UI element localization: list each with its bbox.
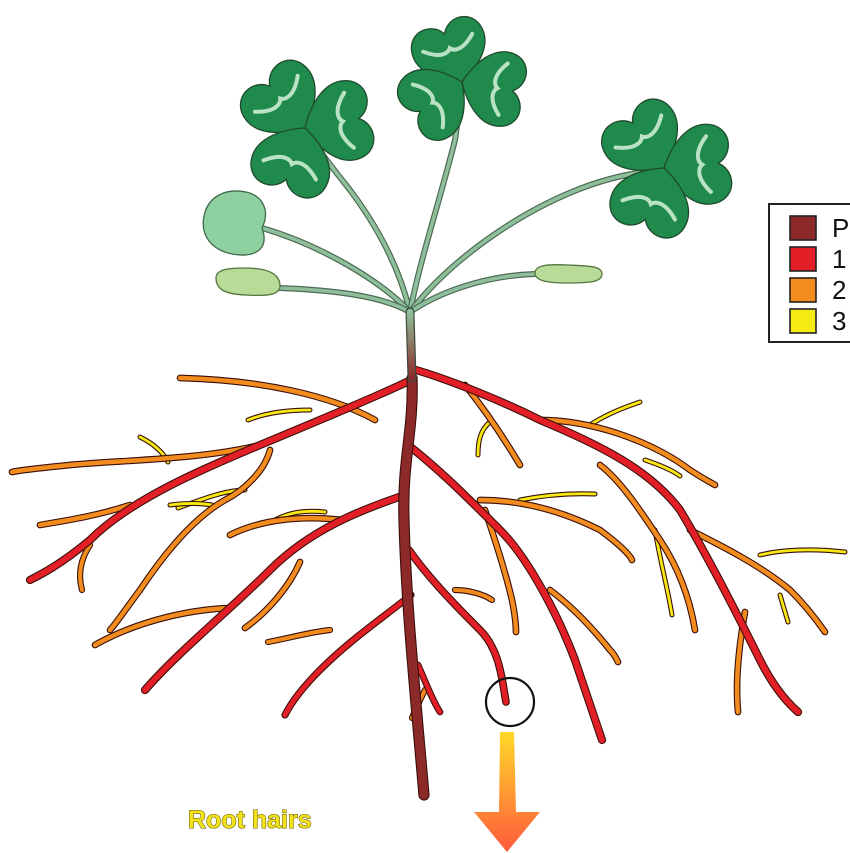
shoot xyxy=(203,11,733,378)
third-order-root xyxy=(478,422,490,455)
second-order-root xyxy=(690,530,825,632)
trifoliate-leaf xyxy=(232,52,377,204)
trifoliate-leaf xyxy=(593,91,733,244)
third-order-root xyxy=(780,595,788,622)
legend-label: P xyxy=(832,213,849,243)
second-order-root xyxy=(600,465,695,630)
root-tip-highlight-circle xyxy=(486,678,534,726)
legend-swatch xyxy=(790,247,816,271)
root-system xyxy=(12,370,845,795)
third-order-root xyxy=(760,550,845,555)
cotyledon-leaf xyxy=(203,191,265,255)
seed-leaf-right xyxy=(535,265,602,283)
third-order-root xyxy=(590,402,640,425)
third-order-root xyxy=(170,504,212,506)
seed-leaf-left xyxy=(216,268,280,295)
legend-swatch xyxy=(790,278,816,302)
callout-arrow xyxy=(474,732,540,852)
legend-label: 2 xyxy=(832,275,846,305)
first-order-root xyxy=(285,595,411,715)
root-hairs-label: Root hairs xyxy=(188,806,312,834)
trifoliate-leaves xyxy=(232,11,734,244)
third-order-root xyxy=(520,494,595,500)
second-order-root xyxy=(268,630,330,642)
primary-root xyxy=(404,378,424,795)
legend-label: 1 xyxy=(832,244,846,274)
second-order-root xyxy=(455,590,492,600)
legend-swatch xyxy=(790,216,816,240)
stem-upper-fill xyxy=(410,312,412,378)
third-order-root xyxy=(248,410,310,420)
legend-label: 3 xyxy=(832,306,846,336)
legend-swatch xyxy=(790,309,816,333)
